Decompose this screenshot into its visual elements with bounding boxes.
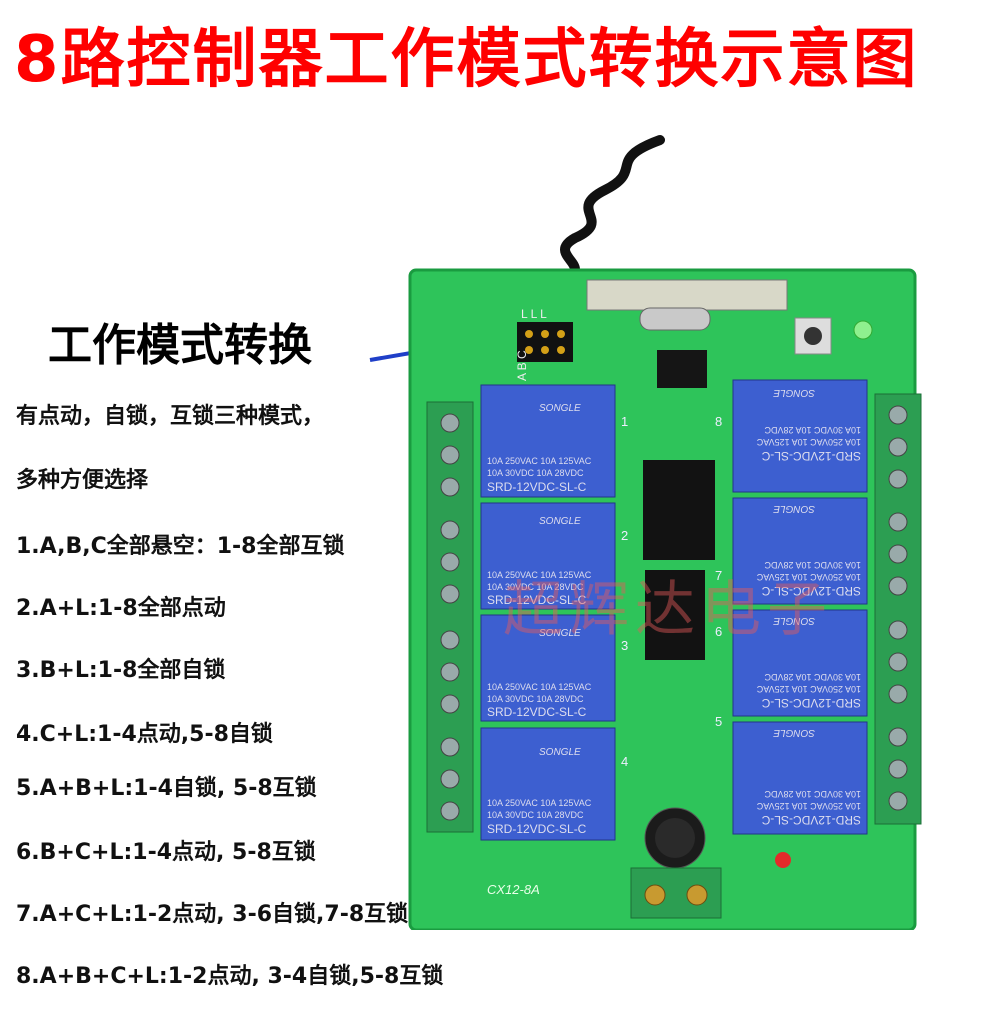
relay-brand: SONGLE (539, 403, 581, 414)
mode-item-6: 6.B+C+L:1-4点动, 5-8互锁 (16, 840, 316, 865)
relay-spec: 10A 30VDC 10A 28VDC (487, 468, 584, 478)
relay-spec: 10A 250VAC 10A 125VAC (487, 682, 592, 692)
mode-item-2: 2.A+L:1-8全部点动 (16, 596, 226, 621)
relay-brand: SONGLE (773, 387, 815, 398)
jumper-top-labels: L L L (521, 307, 547, 321)
relay-spec: 10A 30VDC 10A 28VDC (764, 789, 861, 799)
channel-mark: 7 (715, 568, 722, 583)
relay-brand: SONGLE (539, 628, 581, 639)
channel-mark: 4 (621, 754, 628, 769)
channel-mark: 1 (621, 414, 628, 429)
relay-spec: 10A 250VAC 10A 125VAC (487, 798, 592, 808)
relay-model: SRD-12VDC-SL-C (761, 449, 861, 463)
driver-chip-icon (643, 460, 715, 560)
relay-spec: 10A 30VDC 10A 28VDC (764, 560, 861, 570)
left-terminals (426, 401, 474, 833)
channel-mark: 5 (715, 714, 722, 729)
decoder-chip-icon (645, 570, 705, 660)
power-terminal (630, 867, 722, 919)
relay-left-2: SONGLE 10A 250VAC 10A 125VAC 10A 30VDC 1… (480, 502, 616, 610)
relay-model: SRD-12VDC-SL-C (487, 822, 587, 836)
relay-model: SRD-12VDC-SL-C (761, 696, 861, 710)
relay-right-3: SRD-12VDC-SL-C 10A 250VAC 10A 125VAC 10A… (732, 609, 868, 717)
relay-brand: SONGLE (773, 503, 815, 514)
mode-item-4: 4.C+L:1-4点动,5-8自锁 (16, 722, 273, 747)
mode-item-3: 3.B+L:1-8全部自锁 (16, 658, 226, 683)
right-terminals (874, 393, 922, 825)
mode-switch-label: 工作模式转换 (48, 320, 312, 371)
relay-model: SRD-12VDC-SL-C (487, 593, 587, 607)
relay-spec: 10A 250VAC 10A 125VAC (487, 456, 592, 466)
relay-spec: 10A 30VDC 10A 28VDC (487, 810, 584, 820)
relay-right-4: SRD-12VDC-SL-C 10A 250VAC 10A 125VAC 10A… (732, 721, 868, 835)
relay-model: SRD-12VDC-SL-C (487, 480, 587, 494)
relay-left-3: SONGLE 10A 250VAC 10A 125VAC 10A 30VDC 1… (480, 614, 616, 722)
relay-brand: SONGLE (539, 516, 581, 527)
mode-item-1: 1.A,B,C全部悬空：1-8全部互锁 (16, 534, 345, 559)
relay-model: SRD-12VDC-SL-C (487, 705, 587, 719)
mode-item-8: 8.A+B+C+L:1-2点动, 3-4自锁,5-8互锁 (16, 964, 444, 989)
relay-spec: 10A 250VAC 10A 125VAC (487, 570, 592, 580)
intro-line-1: 有点动，自锁，互锁三种模式， (16, 404, 325, 429)
channel-mark: 6 (715, 624, 722, 639)
chip-icon (657, 350, 707, 388)
channel-mark: 8 (715, 414, 722, 429)
relay-spec: 10A 250VAC 10A 125VAC (756, 801, 861, 811)
channel-mark: 3 (621, 638, 628, 653)
watermark: 超辉达电子 (503, 575, 833, 645)
relay-spec: 10A 30VDC 10A 28VDC (487, 694, 584, 704)
relay-spec: 10A 30VDC 10A 28VDC (764, 425, 861, 435)
crystal-icon (639, 307, 711, 331)
relay-brand: SONGLE (773, 727, 815, 738)
relay-brand: SONGLE (773, 615, 815, 626)
relay-left-4: SONGLE 10A 250VAC 10A 125VAC 10A 30VDC 1… (480, 727, 616, 841)
relay-spec: 10A 250VAC 10A 125VAC (756, 572, 861, 582)
mode-item-5: 5.A+B+L:1-4自锁, 5-8互锁 (16, 776, 317, 801)
jumper-letters: A B C (515, 350, 529, 381)
relay-spec: 10A 250VAC 10A 125VAC (756, 684, 861, 694)
rf-module (586, 279, 788, 311)
relay-model: SRD-12VDC-SL-C (761, 584, 861, 598)
intro-line-2: 多种方便选择 (16, 468, 149, 493)
channel-mark: 2 (621, 528, 628, 543)
relay-right-1: SRD-12VDC-SL-C 10A 250VAC 10A 125VAC 10A… (732, 379, 868, 493)
jumper-block: L L L A B C (515, 307, 573, 381)
relay-brand: SONGLE (539, 747, 581, 758)
relay-right-2: SRD-12VDC-SL-C 10A 250VAC 10A 125VAC 10A… (732, 497, 868, 605)
led-icon (853, 320, 873, 340)
relay-spec: 10A 250VAC 10A 125VAC (756, 437, 861, 447)
relay-board-photo: L L L A B C SONGLE 10A 250VAC 10A 125VAC… (408, 135, 922, 930)
page-title: 8路控制器工作模式转换示意图 (14, 23, 919, 97)
board-model: CX12-8A (487, 882, 540, 897)
relay-left-1: SONGLE 10A 250VAC 10A 125VAC 10A 30VDC 1… (480, 384, 616, 498)
power-led-icon (775, 852, 791, 868)
relay-spec: 10A 30VDC 10A 28VDC (764, 672, 861, 682)
relay-model: SRD-12VDC-SL-C (761, 813, 861, 827)
mode-item-7: 7.A+C+L:1-2点动, 3-6自锁,7-8互锁 (16, 902, 409, 927)
relay-spec: 10A 30VDC 10A 28VDC (487, 582, 584, 592)
